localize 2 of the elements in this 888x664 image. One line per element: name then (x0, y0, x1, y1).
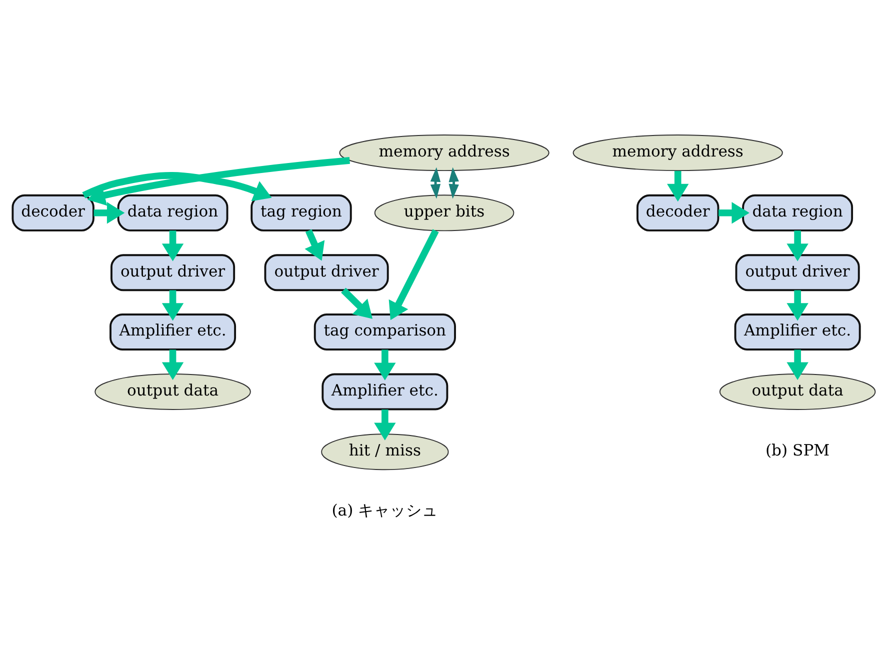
label: (a) キャッシュ (332, 501, 438, 520)
label: (b) SPM (765, 442, 830, 460)
